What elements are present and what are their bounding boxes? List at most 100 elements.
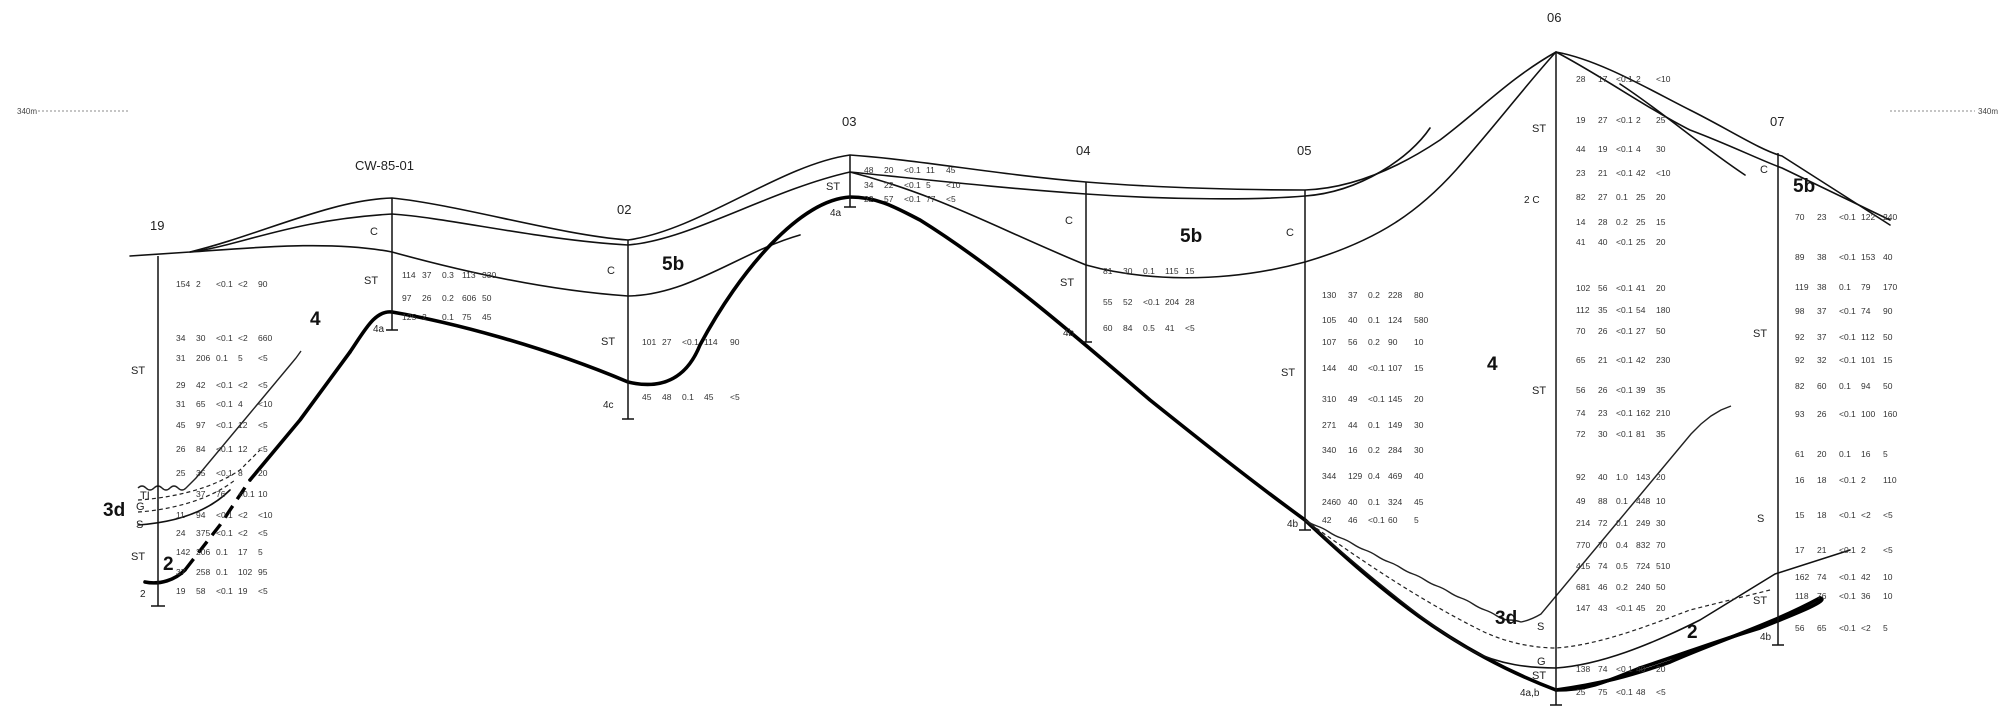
analysis-value: 17	[1795, 545, 1805, 555]
analysis-value: 344	[1322, 471, 1336, 481]
analysis-value: 10	[1883, 591, 1893, 601]
analysis-value: 52	[1123, 297, 1133, 307]
contact-unit2-left-dashed	[183, 479, 252, 572]
analysis-value: 84	[196, 444, 206, 454]
analysis-value: <0.1	[1839, 572, 1856, 582]
analysis-value: 97	[402, 293, 412, 303]
analysis-value: 48	[864, 165, 874, 175]
analysis-value: 90	[730, 337, 740, 347]
analysis-value: 20	[1656, 603, 1666, 613]
analysis-value: <0.1	[1616, 355, 1633, 365]
analysis-value: 26	[1598, 385, 1608, 395]
analysis-value: 77	[926, 194, 936, 204]
analysis-value: <0.1	[1368, 515, 1385, 525]
analysis-value: 54	[1636, 305, 1646, 315]
analysis-value: 375	[196, 528, 210, 538]
scale-right: 340m	[1890, 107, 1998, 116]
analysis-value: 38	[1817, 252, 1827, 262]
analysis-value: 20	[1817, 449, 1827, 459]
analysis-value: 0.2	[1616, 217, 1628, 227]
borehole-cw-label: CW-85-01	[355, 158, 414, 173]
borehole-02-label: 02	[617, 202, 631, 217]
analysis-value: 101	[1861, 355, 1875, 365]
analysis-value: 206	[196, 353, 210, 363]
analysis-value: 15	[1656, 217, 1666, 227]
analysis-value: 180	[1656, 305, 1670, 315]
stratum-g-06: G	[1537, 656, 1546, 668]
analysis-value: 90	[1388, 337, 1398, 347]
analysis-value: 2460	[1322, 497, 1341, 507]
analysis-value: 75	[1598, 687, 1608, 697]
analysis-value: 448	[1636, 496, 1650, 506]
analysis-value: 26	[1817, 409, 1827, 419]
analysis-value: 42	[1636, 168, 1646, 178]
analysis-value: 50	[482, 293, 492, 303]
borehole-04-label: 04	[1076, 143, 1090, 158]
analysis-value: 101	[642, 337, 656, 347]
stratum-st-06: ST	[1532, 123, 1546, 135]
analysis-value: 324	[1388, 497, 1402, 507]
analysis-value: 10	[1656, 496, 1666, 506]
unit-5b-label-04: 5b	[1180, 226, 1202, 247]
analysis-value: 0.1	[1839, 381, 1851, 391]
analysis-value: 107	[1322, 337, 1336, 347]
analysis-value: 17	[238, 547, 248, 557]
unit-2-label-right: 2	[1687, 622, 1698, 643]
analysis-value: 25	[1576, 687, 1586, 697]
analysis-value: 20	[1656, 237, 1666, 247]
borehole-05-label: 05	[1297, 143, 1311, 158]
analysis-value: <0.1	[1839, 409, 1856, 419]
borehole-06-label: 06	[1547, 10, 1561, 25]
analysis-value: 284	[1388, 445, 1402, 455]
analysis-value: 92	[1795, 332, 1805, 342]
analysis-value: 35	[1656, 385, 1666, 395]
analysis-value: 0.1	[1368, 497, 1380, 507]
analysis-value: 40	[1348, 497, 1358, 507]
analysis-value: 36	[1861, 591, 1871, 601]
scale-left: 340m	[17, 107, 128, 116]
borehole-19-label: 19	[150, 218, 164, 233]
analysis-value: <0.1	[1616, 385, 1633, 395]
analysis-value: 46	[1348, 515, 1358, 525]
analysis-value: 49	[1348, 394, 1358, 404]
scale-left-label: 340m	[17, 107, 37, 116]
stratum-s-19: S	[136, 519, 143, 531]
analysis-value: 65	[1817, 623, 1827, 633]
analysis-value: 5	[926, 180, 931, 190]
depth-cw-4a: 4a	[373, 324, 385, 335]
analysis-value: 81	[1636, 429, 1646, 439]
analysis-value: 56	[1348, 337, 1358, 347]
analysis-value: 74	[1598, 664, 1608, 674]
unit-4-label-right: 4	[1487, 354, 1498, 375]
analysis-value: 11	[926, 165, 935, 175]
analysis-value: <0.1	[1839, 510, 1856, 520]
analysis-value: 681	[1576, 582, 1590, 592]
analysis-value: 114	[402, 270, 416, 280]
analysis-value: 56	[1598, 283, 1608, 293]
analysis-value: 97	[196, 420, 206, 430]
analysis-value: 34	[864, 180, 874, 190]
analysis-value: 102	[1576, 283, 1590, 293]
stratum-c-04: C	[1065, 215, 1073, 227]
analysis-value: 0.5	[1616, 561, 1628, 571]
analysis-value: 30	[196, 333, 206, 343]
analysis-value: <5	[1656, 687, 1666, 697]
analysis-value: <0.1	[904, 194, 921, 204]
analysis-value: 112	[1861, 332, 1875, 342]
depth-02-4c: 4c	[603, 400, 614, 411]
analysis-value: 19	[238, 586, 248, 596]
analysis-value: 88	[1598, 496, 1608, 506]
analysis-value: <0.1	[216, 586, 233, 596]
analysis-value: 21	[1817, 545, 1827, 555]
analysis-value: 19	[1576, 115, 1586, 125]
analysis-value: <0.1	[1839, 545, 1856, 555]
analysis-value: 2	[422, 312, 427, 322]
stratum-s-06: S	[1537, 621, 1544, 633]
analysis-value: 832	[1636, 540, 1650, 550]
analysis-value: 37	[1817, 332, 1827, 342]
analysis-value: 119	[1795, 282, 1809, 292]
analysis-value: 138	[1576, 664, 1590, 674]
analysis-value: 70	[1598, 540, 1608, 550]
analysis-value: <2	[238, 528, 248, 538]
analysis-value: <0.1	[216, 399, 233, 409]
